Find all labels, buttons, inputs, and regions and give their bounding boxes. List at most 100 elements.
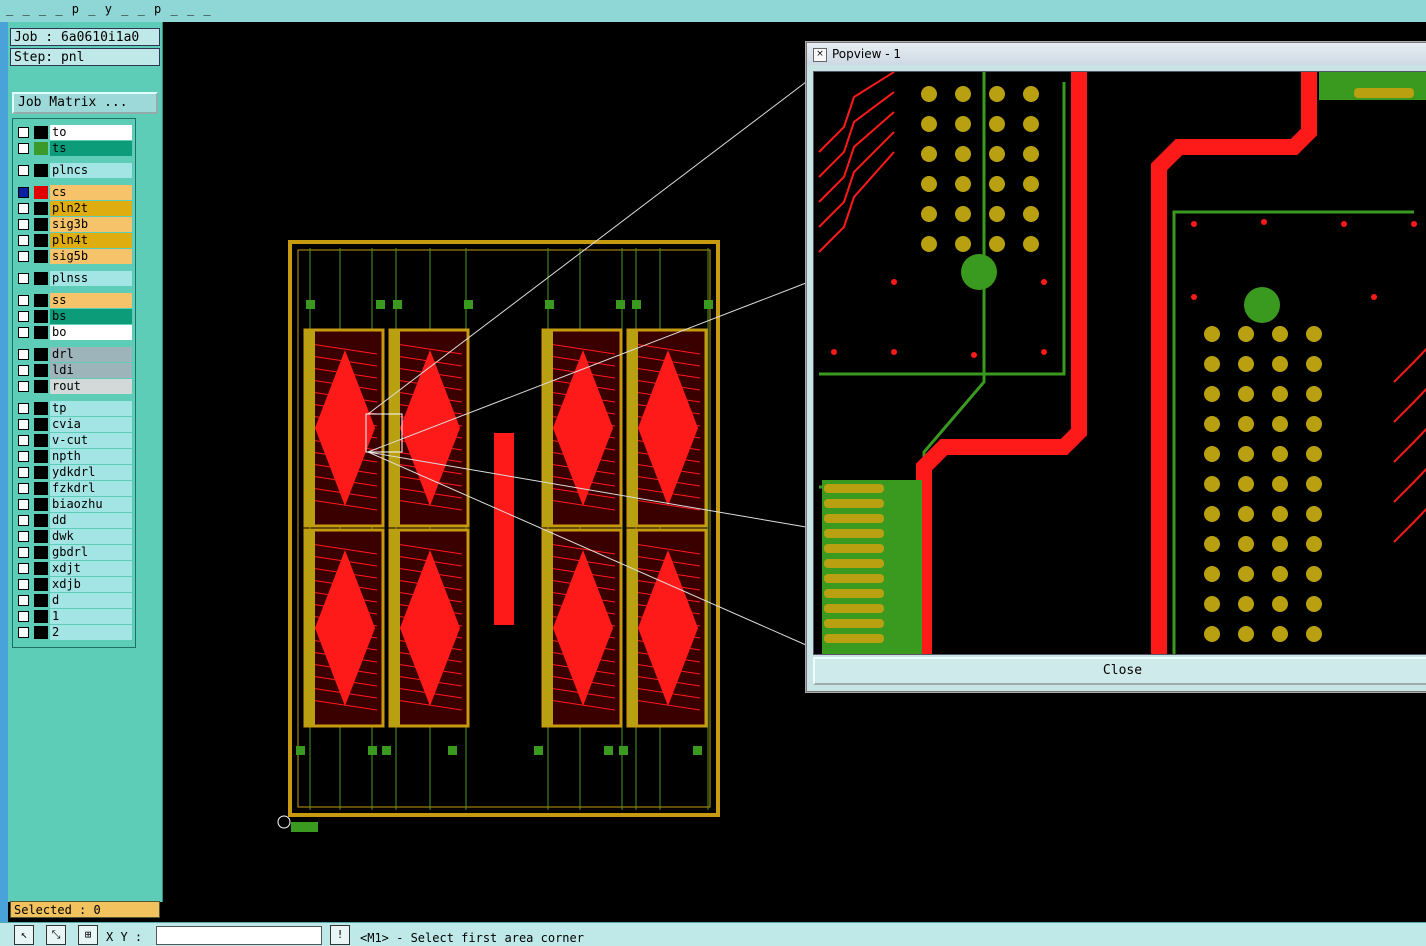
- layer-checkbox[interactable]: [18, 435, 29, 446]
- popview-zoom-canvas[interactable]: [813, 71, 1426, 655]
- layer-row-ldi[interactable]: ldi: [16, 363, 132, 378]
- layer-name[interactable]: plncs: [50, 163, 132, 178]
- layer-checkbox[interactable]: [18, 381, 29, 392]
- layer-name[interactable]: ts: [50, 141, 132, 156]
- layer-row-bo[interactable]: bo: [16, 325, 132, 340]
- layer-name[interactable]: fzkdrl: [50, 481, 132, 496]
- layer-name[interactable]: biaozhu: [50, 497, 132, 512]
- layer-name[interactable]: sig3b: [50, 217, 132, 232]
- layer-checkbox[interactable]: [18, 165, 29, 176]
- layer-name[interactable]: rout: [50, 379, 132, 394]
- layer-checkbox[interactable]: [18, 531, 29, 542]
- grid-tool-icon[interactable]: ⊞: [78, 925, 98, 945]
- layer-name[interactable]: 1: [50, 609, 132, 624]
- close-button[interactable]: Close: [813, 657, 1426, 685]
- layer-checkbox[interactable]: [18, 515, 29, 526]
- layer-checkbox[interactable]: [18, 273, 29, 284]
- layer-checkbox[interactable]: [18, 483, 29, 494]
- layer-row-1[interactable]: 1: [16, 609, 132, 624]
- layer-name[interactable]: ldi: [50, 363, 132, 378]
- layer-checkbox[interactable]: [18, 311, 29, 322]
- layer-name[interactable]: to: [50, 125, 132, 140]
- layer-name[interactable]: pln4t: [50, 233, 132, 248]
- zoom-tool-icon[interactable]: ⤡: [46, 925, 66, 945]
- layer-row-ydkdrl[interactable]: ydkdrl: [16, 465, 132, 480]
- board-trace: [310, 543, 378, 555]
- xy-input[interactable]: [156, 926, 322, 945]
- layer-row-biaozhu[interactable]: biaozhu: [16, 497, 132, 512]
- layer-checkbox[interactable]: [18, 235, 29, 246]
- layer-name[interactable]: bo: [50, 325, 132, 340]
- layer-checkbox[interactable]: [18, 547, 29, 558]
- layer-row-cvia[interactable]: cvia: [16, 417, 132, 432]
- layer-row-sig3b[interactable]: sig3b: [16, 217, 132, 232]
- layer-name[interactable]: cvia: [50, 417, 132, 432]
- alert-icon[interactable]: !: [330, 925, 350, 945]
- layer-row-drl[interactable]: drl: [16, 347, 132, 362]
- layer-row-pln2t[interactable]: pln2t: [16, 201, 132, 216]
- layer-row-bs[interactable]: bs: [16, 309, 132, 324]
- layer-name[interactable]: xdjb: [50, 577, 132, 592]
- layer-checkbox[interactable]: [18, 295, 29, 306]
- layer-checkbox[interactable]: [18, 467, 29, 478]
- layer-name[interactable]: sig5b: [50, 249, 132, 264]
- layer-name[interactable]: bs: [50, 309, 132, 324]
- layer-row-xdjt[interactable]: xdjt: [16, 561, 132, 576]
- layer-row-sig5b[interactable]: sig5b: [16, 249, 132, 264]
- layer-row-to[interactable]: to: [16, 125, 132, 140]
- layer-name[interactable]: drl: [50, 347, 132, 362]
- layer-row-d[interactable]: d: [16, 593, 132, 608]
- layer-row-ts[interactable]: ts: [16, 141, 132, 156]
- layer-checkbox[interactable]: [18, 143, 29, 154]
- layer-name[interactable]: cs: [50, 185, 132, 200]
- layer-row-tp[interactable]: tp: [16, 401, 132, 416]
- layer-name[interactable]: plnss: [50, 271, 132, 286]
- layer-row-v-cut[interactable]: v-cut: [16, 433, 132, 448]
- layer-name[interactable]: ss: [50, 293, 132, 308]
- layer-row-fzkdrl[interactable]: fzkdrl: [16, 481, 132, 496]
- layer-name[interactable]: xdjt: [50, 561, 132, 576]
- layer-row-plnss[interactable]: plnss: [16, 271, 132, 286]
- layer-checkbox[interactable]: [18, 327, 29, 338]
- layer-checkbox[interactable]: [18, 419, 29, 430]
- layer-checkbox[interactable]: [18, 627, 29, 638]
- layer-checkbox[interactable]: [18, 579, 29, 590]
- layer-row-pln4t[interactable]: pln4t: [16, 233, 132, 248]
- layer-name[interactable]: npth: [50, 449, 132, 464]
- layer-checkbox[interactable]: [18, 219, 29, 230]
- layer-row-ss[interactable]: ss: [16, 293, 132, 308]
- select-tool-icon[interactable]: ↖: [14, 925, 34, 945]
- layer-row-2[interactable]: 2: [16, 625, 132, 640]
- layer-row-dwk[interactable]: dwk: [16, 529, 132, 544]
- layer-checkbox[interactable]: [18, 365, 29, 376]
- layer-checkbox[interactable]: [18, 349, 29, 360]
- layer-row-npth[interactable]: npth: [16, 449, 132, 464]
- job-matrix-button[interactable]: Job Matrix ...: [12, 92, 158, 114]
- layer-name[interactable]: gbdrl: [50, 545, 132, 560]
- layer-row-plncs[interactable]: plncs: [16, 163, 132, 178]
- layer-name[interactable]: pln2t: [50, 201, 132, 216]
- layer-checkbox[interactable]: [18, 563, 29, 574]
- layer-name[interactable]: v-cut: [50, 433, 132, 448]
- layer-name[interactable]: d: [50, 593, 132, 608]
- layer-checkbox[interactable]: [18, 499, 29, 510]
- window-close-icon[interactable]: ×: [813, 48, 827, 62]
- layer-row-gbdrl[interactable]: gbdrl: [16, 545, 132, 560]
- layer-name[interactable]: ydkdrl: [50, 465, 132, 480]
- layer-row-dd[interactable]: dd: [16, 513, 132, 528]
- layer-checkbox[interactable]: [18, 251, 29, 262]
- layer-row-cs[interactable]: cs: [16, 185, 132, 200]
- layer-row-rout[interactable]: rout: [16, 379, 132, 394]
- layer-name[interactable]: dd: [50, 513, 132, 528]
- layer-checkbox[interactable]: [18, 403, 29, 414]
- layer-checkbox[interactable]: [18, 595, 29, 606]
- layer-checkbox[interactable]: [18, 127, 29, 138]
- layer-row-xdjb[interactable]: xdjb: [16, 577, 132, 592]
- layer-name[interactable]: 2: [50, 625, 132, 640]
- layer-name[interactable]: tp: [50, 401, 132, 416]
- layer-name[interactable]: dwk: [50, 529, 132, 544]
- layer-checkbox[interactable]: [18, 203, 29, 214]
- layer-checkbox[interactable]: [18, 187, 29, 198]
- layer-checkbox[interactable]: [18, 611, 29, 622]
- layer-checkbox[interactable]: [18, 451, 29, 462]
